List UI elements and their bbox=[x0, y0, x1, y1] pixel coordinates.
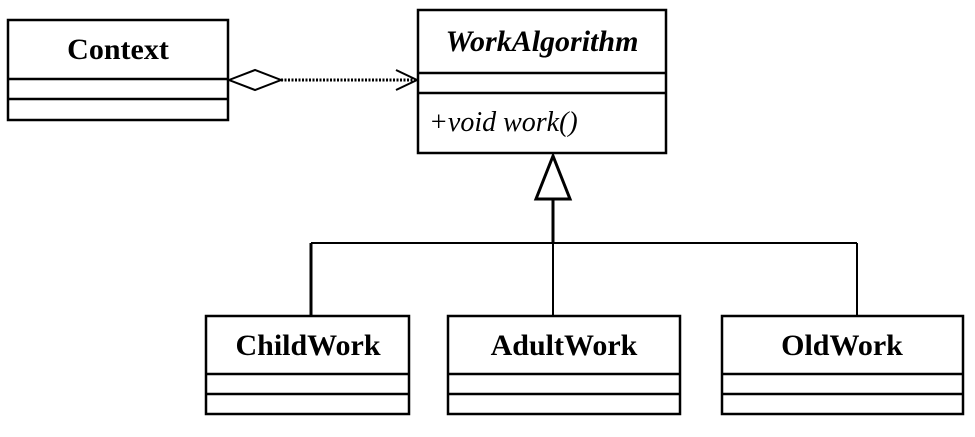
context-name: Context bbox=[67, 33, 169, 66]
adult-work-name: AdultWork bbox=[491, 329, 638, 362]
adult-work-box bbox=[446, 314, 682, 416]
aggregation-relationship bbox=[226, 68, 420, 92]
class-work-algorithm[interactable]: WorkAlgorithm +void work() bbox=[416, 8, 668, 155]
child-work-name: ChildWork bbox=[235, 329, 380, 362]
class-child-work[interactable]: ChildWork bbox=[204, 314, 411, 416]
class-context[interactable]: Context bbox=[6, 18, 230, 122]
aggregation-diamond bbox=[226, 68, 284, 92]
work-algorithm-operation: +void work() bbox=[429, 107, 578, 138]
old-work-box bbox=[720, 314, 965, 416]
class-old-work[interactable]: OldWork bbox=[720, 314, 965, 416]
old-work-name: OldWork bbox=[781, 329, 903, 362]
generalization-triangle bbox=[533, 151, 573, 201]
class-adult-work[interactable]: AdultWork bbox=[446, 314, 682, 416]
child-work-box bbox=[204, 314, 411, 416]
work-algorithm-box bbox=[416, 8, 668, 155]
context-box bbox=[6, 18, 230, 122]
aggregation-arrowhead bbox=[395, 69, 420, 91]
generalization-relationship bbox=[309, 151, 858, 316]
work-algorithm-name: WorkAlgorithm bbox=[446, 25, 639, 58]
